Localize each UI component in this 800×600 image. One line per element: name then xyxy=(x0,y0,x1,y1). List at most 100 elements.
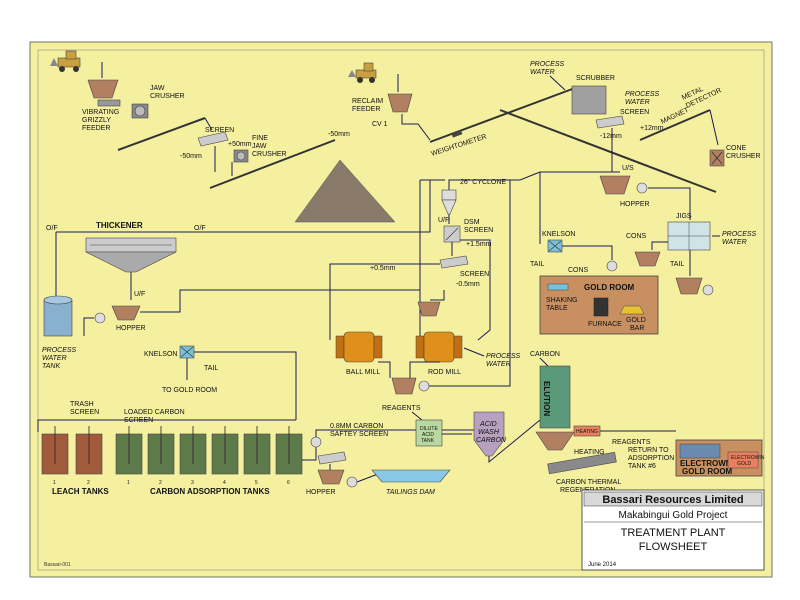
hopper-mill-discharge xyxy=(391,377,417,395)
elution-column xyxy=(539,365,571,429)
process-water-4-label-2: WATER xyxy=(486,361,511,368)
fine-jaw-label-3: CRUSHER xyxy=(252,151,287,158)
hopper-right-label: HOPPER xyxy=(620,201,650,208)
carbon-tank-2 xyxy=(147,426,175,475)
conveyor-2 xyxy=(209,139,336,189)
process-water-2-label-1: PROCESS xyxy=(625,91,660,98)
gold-bar-label-1: GOLD xyxy=(626,317,646,324)
conveyor-1 xyxy=(117,117,206,151)
process-water-4-label-1: PROCESS xyxy=(486,353,521,360)
stockpile xyxy=(294,159,396,223)
company-name: Bassari Resources Limited xyxy=(602,494,743,506)
process-water-3-label-2: WATER xyxy=(722,239,747,246)
trash-screen-label-1: TRASH xyxy=(70,401,94,408)
rod-mill-label: ROD MILL xyxy=(428,369,461,376)
vibrating-feeder-label-3: FEEDER xyxy=(82,125,110,132)
cyclone xyxy=(441,189,457,215)
fine-jaw-crusher xyxy=(233,149,249,163)
reclaim-feeder xyxy=(387,93,413,113)
leach-num-2: 2 xyxy=(87,480,90,486)
pump-knelson-icon xyxy=(606,260,618,272)
jaw-crusher xyxy=(131,103,149,119)
furnace xyxy=(593,297,609,317)
hopper-right xyxy=(599,175,631,195)
screen-top xyxy=(197,131,229,147)
carbon-num-5: 5 xyxy=(255,480,258,486)
leach-tank-2 xyxy=(75,426,103,475)
us-label: U/S xyxy=(622,165,634,172)
pump-tail-icon xyxy=(702,284,714,296)
screen-mid xyxy=(439,255,469,269)
thickener xyxy=(85,237,177,273)
reclaim-feeder-label-2: FEEDER xyxy=(352,106,380,113)
dilute-acid-label-3: TANK xyxy=(421,438,435,444)
plus12-label: +12mm xyxy=(640,125,664,132)
cons-2-label: CONS xyxy=(626,233,647,240)
tail-hopper xyxy=(675,277,703,295)
project-name: Makabingui Gold Project xyxy=(619,510,728,521)
carbon-tank-6 xyxy=(275,426,303,475)
carbon-tank-1 xyxy=(115,426,143,475)
cone-crusher-label-1: CONE xyxy=(726,145,747,152)
hopper-mill xyxy=(417,301,441,317)
acid-wash-label-2: WASH xyxy=(478,429,500,436)
minus0-5-label: -0.5mm xyxy=(456,281,480,288)
carbon-tanks-label: CARBON ADSORPTION TANKS xyxy=(150,487,270,496)
shaking-table xyxy=(547,283,569,291)
electrown-label-2: GOLD ROOM xyxy=(682,467,733,476)
plus50-label: +50mm xyxy=(228,141,252,148)
leach-num-1: 1 xyxy=(53,480,56,486)
title-line-2: FLOWSHEET xyxy=(639,541,708,553)
conveyor-return xyxy=(499,109,717,193)
shaking-table-label-1: SHAKING xyxy=(546,297,578,304)
vibrating-grizzly-feeder xyxy=(97,99,121,107)
hopper-bottom xyxy=(317,469,345,485)
furnace-label: FURNACE xyxy=(588,321,622,328)
plus0-5-label: +0.5mm xyxy=(370,265,396,272)
hopper-left-label: HOPPER xyxy=(116,325,146,332)
uf-2-label: U/F xyxy=(134,291,145,298)
cons-hopper xyxy=(634,251,661,267)
thickener-label: THICKENER xyxy=(96,221,143,230)
pump-carbon-icon xyxy=(310,436,322,448)
loaded-carbon-label-1: LOADED CARBON xyxy=(124,409,185,416)
tail-3-label: TAIL xyxy=(204,365,218,372)
company-banner xyxy=(583,491,763,507)
dilute-acid-label-2: ACID xyxy=(422,432,434,438)
of-1-label: O/F xyxy=(46,225,58,232)
carbon-label: CARBON xyxy=(530,351,560,358)
process-water-tank-label-2: WATER xyxy=(42,355,67,362)
jigs-label: JIGS xyxy=(676,213,692,220)
reagents-1-label: REAGENTS xyxy=(382,405,421,412)
reclaim-feeder-label-1: RECLAIM xyxy=(352,98,383,105)
carbon-num-3: 3 xyxy=(191,480,194,486)
process-water-tank xyxy=(43,295,73,337)
electrown-gold-label-2: GOLD xyxy=(737,461,752,467)
process-water-tank-label-1: PROCESS xyxy=(42,347,77,354)
safety-screen-label-1: 0.8MM CARBON xyxy=(330,423,383,430)
process-water-3-label-1: PROCESS xyxy=(722,231,757,238)
elution-label-1: ELUTION xyxy=(542,381,551,416)
tailings-dam xyxy=(371,469,451,483)
hopper-bottom-label: HOPPER xyxy=(306,489,336,496)
carbon-num-6: 6 xyxy=(287,480,290,486)
cyclone-label: 26" CYCLONE xyxy=(460,179,506,186)
minus12-label: -12mm xyxy=(600,133,622,140)
knelson-top-label: KNELSON xyxy=(542,231,575,238)
return-tank-label-1: RETURN TO xyxy=(628,447,669,454)
dsm-label-2: SCREEN xyxy=(464,227,493,234)
gold-room-label: GOLD ROOM xyxy=(584,283,635,292)
process-water-tank-label-3: TANK xyxy=(42,363,60,370)
safety-screen xyxy=(317,451,347,465)
electrowin-cell xyxy=(679,443,721,459)
loader-icon-right xyxy=(348,62,377,83)
pump-tails-icon xyxy=(346,476,358,488)
jaw-crusher-label-1: JAW xyxy=(150,85,165,92)
rod-mill xyxy=(415,331,463,363)
leach-tank-1 xyxy=(41,426,69,475)
conveyor-oversize xyxy=(639,109,711,141)
date-label: June 2014 xyxy=(588,562,617,568)
return-tank-label-3: TANK #6 xyxy=(628,463,656,470)
dsm-label-1: DSM xyxy=(464,219,480,226)
